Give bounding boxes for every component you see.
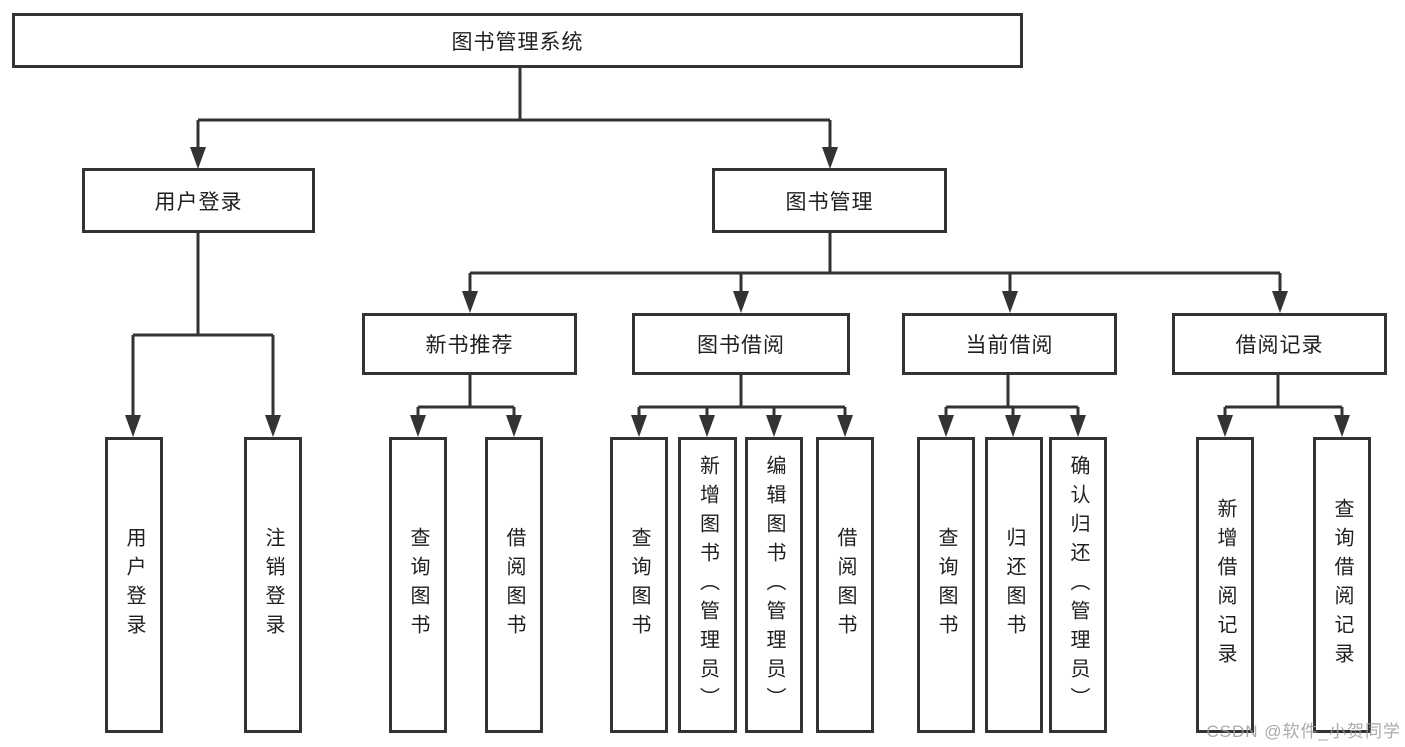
leaf-confirm-return-admin-label: 确认归还（管理员）	[1067, 454, 1089, 716]
arrowhead-icon	[1272, 291, 1288, 313]
node-user-login: 用户登录	[82, 168, 315, 233]
leaf-borrow-books-recommend-label: 借阅图书	[503, 527, 525, 643]
leaf-logout-label: 注销登录	[262, 527, 284, 643]
arrowhead-icon	[506, 415, 522, 437]
node-book-management: 图书管理	[712, 168, 947, 233]
leaf-logout: 注销登录	[244, 437, 302, 733]
leaf-user-login: 用户登录	[105, 437, 163, 733]
node-book-borrowing: 图书借阅	[632, 313, 850, 375]
arrowhead-icon	[410, 415, 426, 437]
leaf-query-books-borrowing: 查询图书	[610, 437, 668, 733]
leaf-confirm-return-admin: 确认归还（管理员）	[1049, 437, 1107, 733]
arrowhead-icon	[766, 415, 782, 437]
leaf-query-books-recommend: 查询图书	[389, 437, 447, 733]
arrowhead-icon	[462, 291, 478, 313]
arrowhead-icon	[733, 291, 749, 313]
leaf-edit-books-admin-label: 编辑图书（管理员）	[763, 454, 785, 716]
arrowhead-icon	[1002, 291, 1018, 313]
leaf-add-books-admin-label: 新增图书（管理员）	[696, 454, 719, 716]
leaf-query-books-current-label: 查询图书	[935, 527, 957, 643]
leaf-query-books-recommend-label: 查询图书	[407, 527, 429, 643]
leaf-add-borrow-record-label: 新增借阅记录	[1214, 498, 1236, 672]
arrowhead-icon	[938, 415, 954, 437]
arrowhead-icon	[1005, 415, 1021, 437]
leaf-query-books-borrowing-label: 查询图书	[628, 527, 650, 643]
node-library-management-system: 图书管理系统	[12, 13, 1023, 68]
arrowhead-icon	[837, 415, 853, 437]
arrowhead-icon	[1217, 415, 1233, 437]
arrowhead-icon	[822, 147, 838, 169]
node-current-borrowing: 当前借阅	[902, 313, 1117, 375]
arrowhead-icon	[1334, 415, 1350, 437]
leaf-query-borrow-record-label: 查询借阅记录	[1331, 498, 1353, 672]
leaf-add-borrow-record: 新增借阅记录	[1196, 437, 1254, 733]
leaf-user-login-label: 用户登录	[123, 527, 145, 643]
arrowhead-icon	[699, 415, 715, 437]
node-borrowing-records: 借阅记录	[1172, 313, 1387, 375]
leaf-borrow-books-borrowing-label: 借阅图书	[834, 527, 856, 643]
leaf-borrow-books-recommend: 借阅图书	[485, 437, 543, 733]
arrowhead-icon	[265, 415, 281, 437]
arrowhead-icon	[125, 415, 141, 437]
leaf-add-books-admin: 新增图书（管理员）	[678, 437, 737, 733]
arrowhead-icon	[1070, 415, 1086, 437]
leaf-query-borrow-record: 查询借阅记录	[1313, 437, 1371, 733]
node-new-book-recommendation: 新书推荐	[362, 313, 577, 375]
leaf-return-books: 归还图书	[985, 437, 1043, 733]
leaf-query-books-current: 查询图书	[917, 437, 975, 733]
leaf-edit-books-admin: 编辑图书（管理员）	[745, 437, 803, 733]
leaf-borrow-books-borrowing: 借阅图书	[816, 437, 874, 733]
arrowhead-icon	[631, 415, 647, 437]
watermark: CSDN @软件_小贺同学	[1206, 722, 1401, 741]
arrowhead-icon	[190, 147, 206, 169]
leaf-return-books-label: 归还图书	[1003, 527, 1025, 643]
